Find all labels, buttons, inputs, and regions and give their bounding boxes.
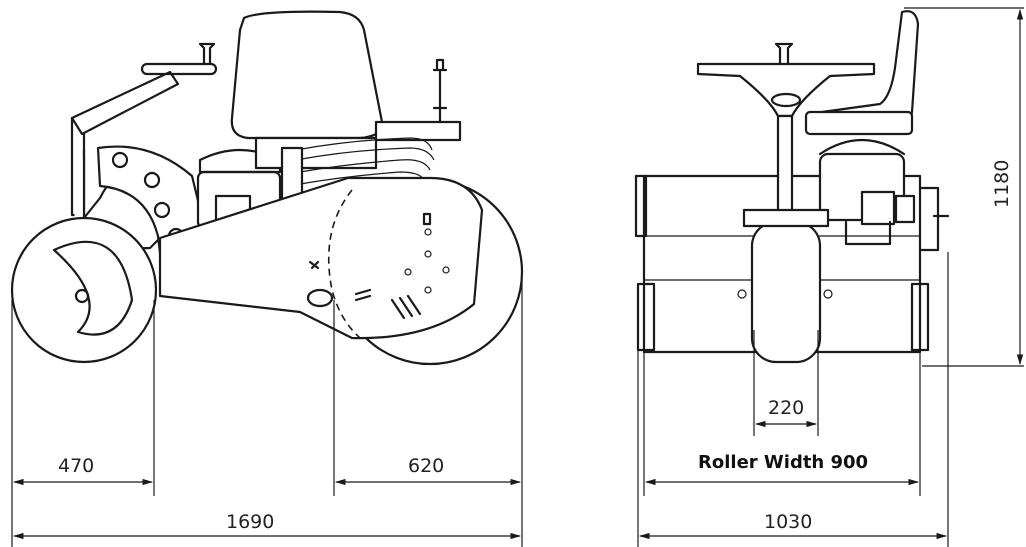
steering-knob: [774, 42, 794, 66]
drum-side-plate: [910, 282, 930, 352]
frame-bolt: [442, 266, 450, 274]
hidden-roller-outline: [327, 189, 361, 339]
frame-slot: [390, 294, 422, 320]
seat-cushion-rear: [804, 110, 914, 136]
control-lever: [432, 58, 448, 124]
dimension-label-620: 620: [408, 455, 444, 477]
main-frame: [158, 176, 484, 340]
steering-knob: [198, 42, 216, 66]
center-wheel: [750, 220, 822, 364]
seat-base: [254, 136, 378, 170]
flange-hole: [153, 201, 171, 219]
rear-view-dimensions: 220 Roller Width 900 1030 1180: [637, 7, 1024, 547]
side-bracket: [918, 186, 940, 252]
dimension-label-1180: 1180: [991, 160, 1013, 208]
frame-bolt: [424, 286, 432, 294]
hydraulic-hose: [299, 159, 431, 173]
front-roller-hub: [74, 288, 90, 304]
left-bracket: [634, 174, 648, 238]
frame-bolt: [424, 250, 432, 258]
engine-filter: [894, 194, 916, 224]
dimension-label-470: 470: [58, 455, 94, 477]
drum-bolt: [737, 289, 747, 299]
frame-bolt: [308, 260, 320, 270]
dimension-label-1690: 1690: [226, 511, 274, 533]
drum-bolt: [823, 289, 833, 299]
engine-cap: [818, 138, 906, 156]
side-view-dimensions: 470 620 1690: [11, 280, 523, 547]
roller-width-label: Roller Width 900: [698, 452, 868, 473]
steering-handle: [140, 62, 218, 76]
engine-tank: [860, 190, 896, 226]
flange-hole: [111, 151, 129, 169]
wheel-fork: [742, 208, 830, 228]
drum-side-plate: [636, 282, 656, 352]
side-view: [10, 10, 524, 366]
frame-bolt: [424, 228, 432, 236]
frame-bolt: [404, 268, 412, 276]
seat-back: [230, 10, 384, 140]
seat-frame: [374, 120, 462, 142]
hydraulic-hose: [295, 147, 435, 161]
steering-hub: [770, 92, 802, 108]
dimension-label-1030: 1030: [764, 511, 812, 533]
hydraulic-hose: [299, 171, 425, 185]
engine-linkage: [844, 220, 892, 246]
dimension-label-220: 220: [768, 397, 804, 419]
flange-hole: [143, 171, 161, 189]
frame-slot: [354, 288, 372, 302]
steering-column-rear: [776, 114, 794, 214]
steering-arm: [70, 70, 180, 136]
hydraulic-hose: [295, 137, 433, 151]
frame-plug: [422, 212, 432, 226]
rear-view: [634, 10, 950, 364]
frame-inspection-hole: [306, 288, 334, 308]
